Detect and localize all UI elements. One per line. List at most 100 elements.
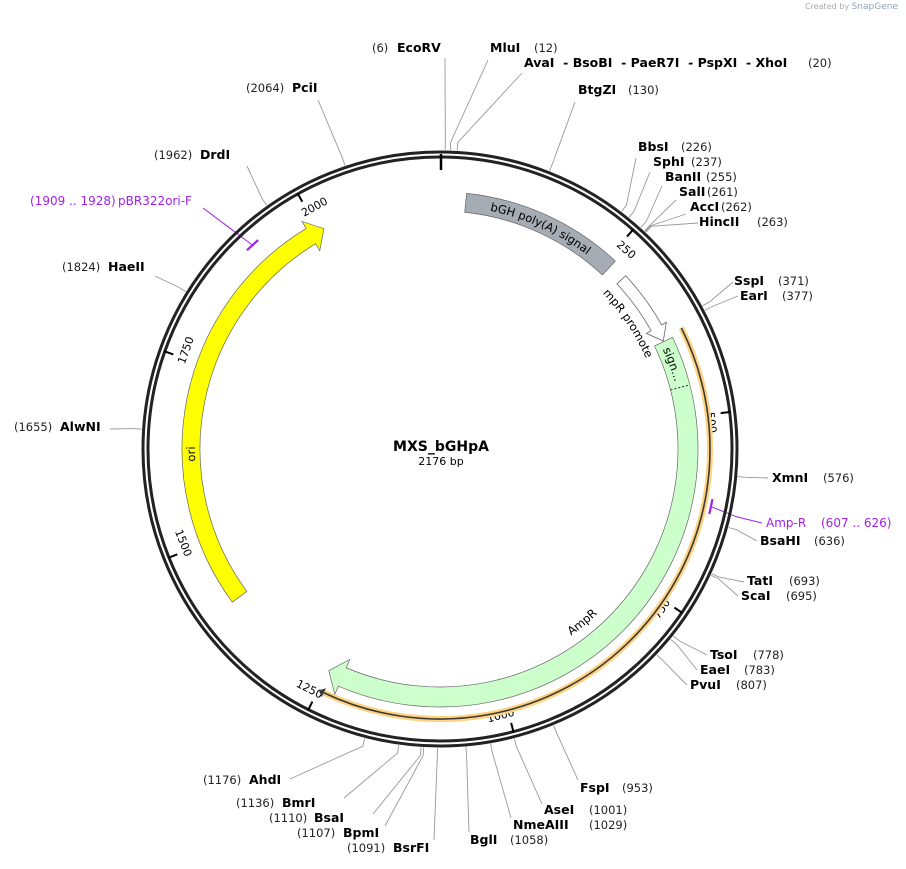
tick-mark [167,553,178,559]
enzyme-name: HincII [699,214,739,229]
enzyme-name: SalI [679,184,705,199]
enzyme-line [513,738,543,805]
enzyme-position: (261) [707,185,738,199]
enzyme-line [704,295,739,311]
credit-prefix: Created by [805,2,850,11]
enzyme-position: (693) [789,574,820,588]
enzyme-line [673,635,708,656]
tick-mark [720,410,731,415]
enzyme-name: PvuI [690,677,721,692]
enzyme-name: DrdI [200,147,230,162]
tick-label: 1500 [172,528,194,559]
enzyme-position: (130) [628,83,659,97]
enzyme-name: AccI [690,199,719,214]
enzyme-line [490,743,512,819]
enzyme-line [246,165,268,206]
enzyme-position: (6) [372,41,388,55]
enzyme-position: (262) [721,200,752,214]
enzyme-name: BsaHI [760,533,801,548]
signal-divider [670,384,691,391]
tick-mark [626,228,635,238]
feature-ori [181,220,325,603]
enzyme-name: SspI [734,273,764,288]
tick-mark [163,350,174,356]
enzyme-name: BbsI [638,139,669,154]
primer-mark [246,239,259,252]
enzyme-line [711,573,745,583]
enzyme-name: BglI [470,832,497,847]
snapgene-credit: Created by SnapGene [805,2,898,12]
primer-mark [708,498,714,515]
enzyme-name: ScaI [741,588,771,603]
enzyme-name: PciI [292,80,318,95]
enzyme-position: (371) [778,274,809,288]
primer-name: pBR322ori-F [118,194,192,208]
enzyme-line [384,747,425,827]
enzyme-name: HaeII [108,259,145,274]
enzyme-position: (20) [808,56,832,70]
enzyme-line [372,747,422,815]
enzyme-line [289,738,366,780]
enzyme-line [553,725,579,781]
enzyme-position: (953) [622,781,653,795]
tick-label: 250 [614,238,638,262]
enzyme-line [628,171,651,218]
enzyme-name: SphI [653,154,685,169]
tick-label: 1250 [294,677,325,701]
enzyme-line [644,213,687,232]
enzyme-name: XmnI [772,470,808,485]
enzyme-line [644,199,677,232]
enzyme-line [670,639,698,671]
primer-line [202,207,253,246]
features: bGH poly(A) signalAmpR promoterAmpRsign.… [0,0,714,722]
orf-arrowhead [318,688,326,698]
enzyme-position: (778) [753,648,784,662]
enzyme-line [728,527,758,542]
enzyme-line [656,654,688,686]
orf-highlight [322,326,713,722]
orf-line [323,327,711,720]
enzyme-position: (255) [706,170,737,184]
enzyme-name: BmrI [282,795,315,810]
enzyme-name: EaeI [700,662,730,677]
enzyme-name: EarI [740,288,768,303]
outer-ring [141,150,739,748]
enzyme-position: (1655) [14,420,52,434]
enzyme-position: (695) [786,589,817,603]
enzyme-line [621,157,637,212]
enzyme-name: AhdI [249,772,281,787]
enzyme-line [449,59,489,151]
enzyme-name: BsaI [314,810,344,825]
enzyme-line [710,574,739,597]
enzyme-leader-lines [109,57,769,841]
enzyme-position: (576) [823,471,854,485]
enzyme-position: (226) [681,140,712,154]
enzyme-position: (12) [534,41,558,55]
enzyme-position: (1001) [589,803,627,817]
enzyme-line [737,476,769,479]
plasmid-name: MXS_bGHpA [393,439,489,455]
enzyme-position: (1107) [297,826,335,840]
enzyme-line [465,746,470,833]
tick-mark [510,722,515,733]
tick-mark [296,192,304,203]
enzyme-name: BtgZI [578,82,616,97]
enzyme-position: (1136) [236,796,274,810]
enzyme-line [640,185,663,228]
enzyme-name: AlwNI [60,419,101,434]
primer-line [710,506,763,524]
enzyme-position: (1110) [269,811,307,825]
tick-mark [306,701,314,711]
primer-name: Amp-R [766,516,806,530]
enzyme-position: (263) [757,215,788,229]
enzyme-line [702,281,734,307]
enzyme-name: NmeAIII [513,817,569,832]
enzyme-position: (1091) [347,841,385,855]
enzyme-name: EcoRV [397,40,441,55]
enzyme-position: (1058) [510,833,548,847]
enzyme-name: FspI [580,780,610,795]
enzyme-name: AvaI - BsoBI - PaeR7I - PspXI - XhoI [524,55,787,70]
enzyme-line [645,222,699,233]
